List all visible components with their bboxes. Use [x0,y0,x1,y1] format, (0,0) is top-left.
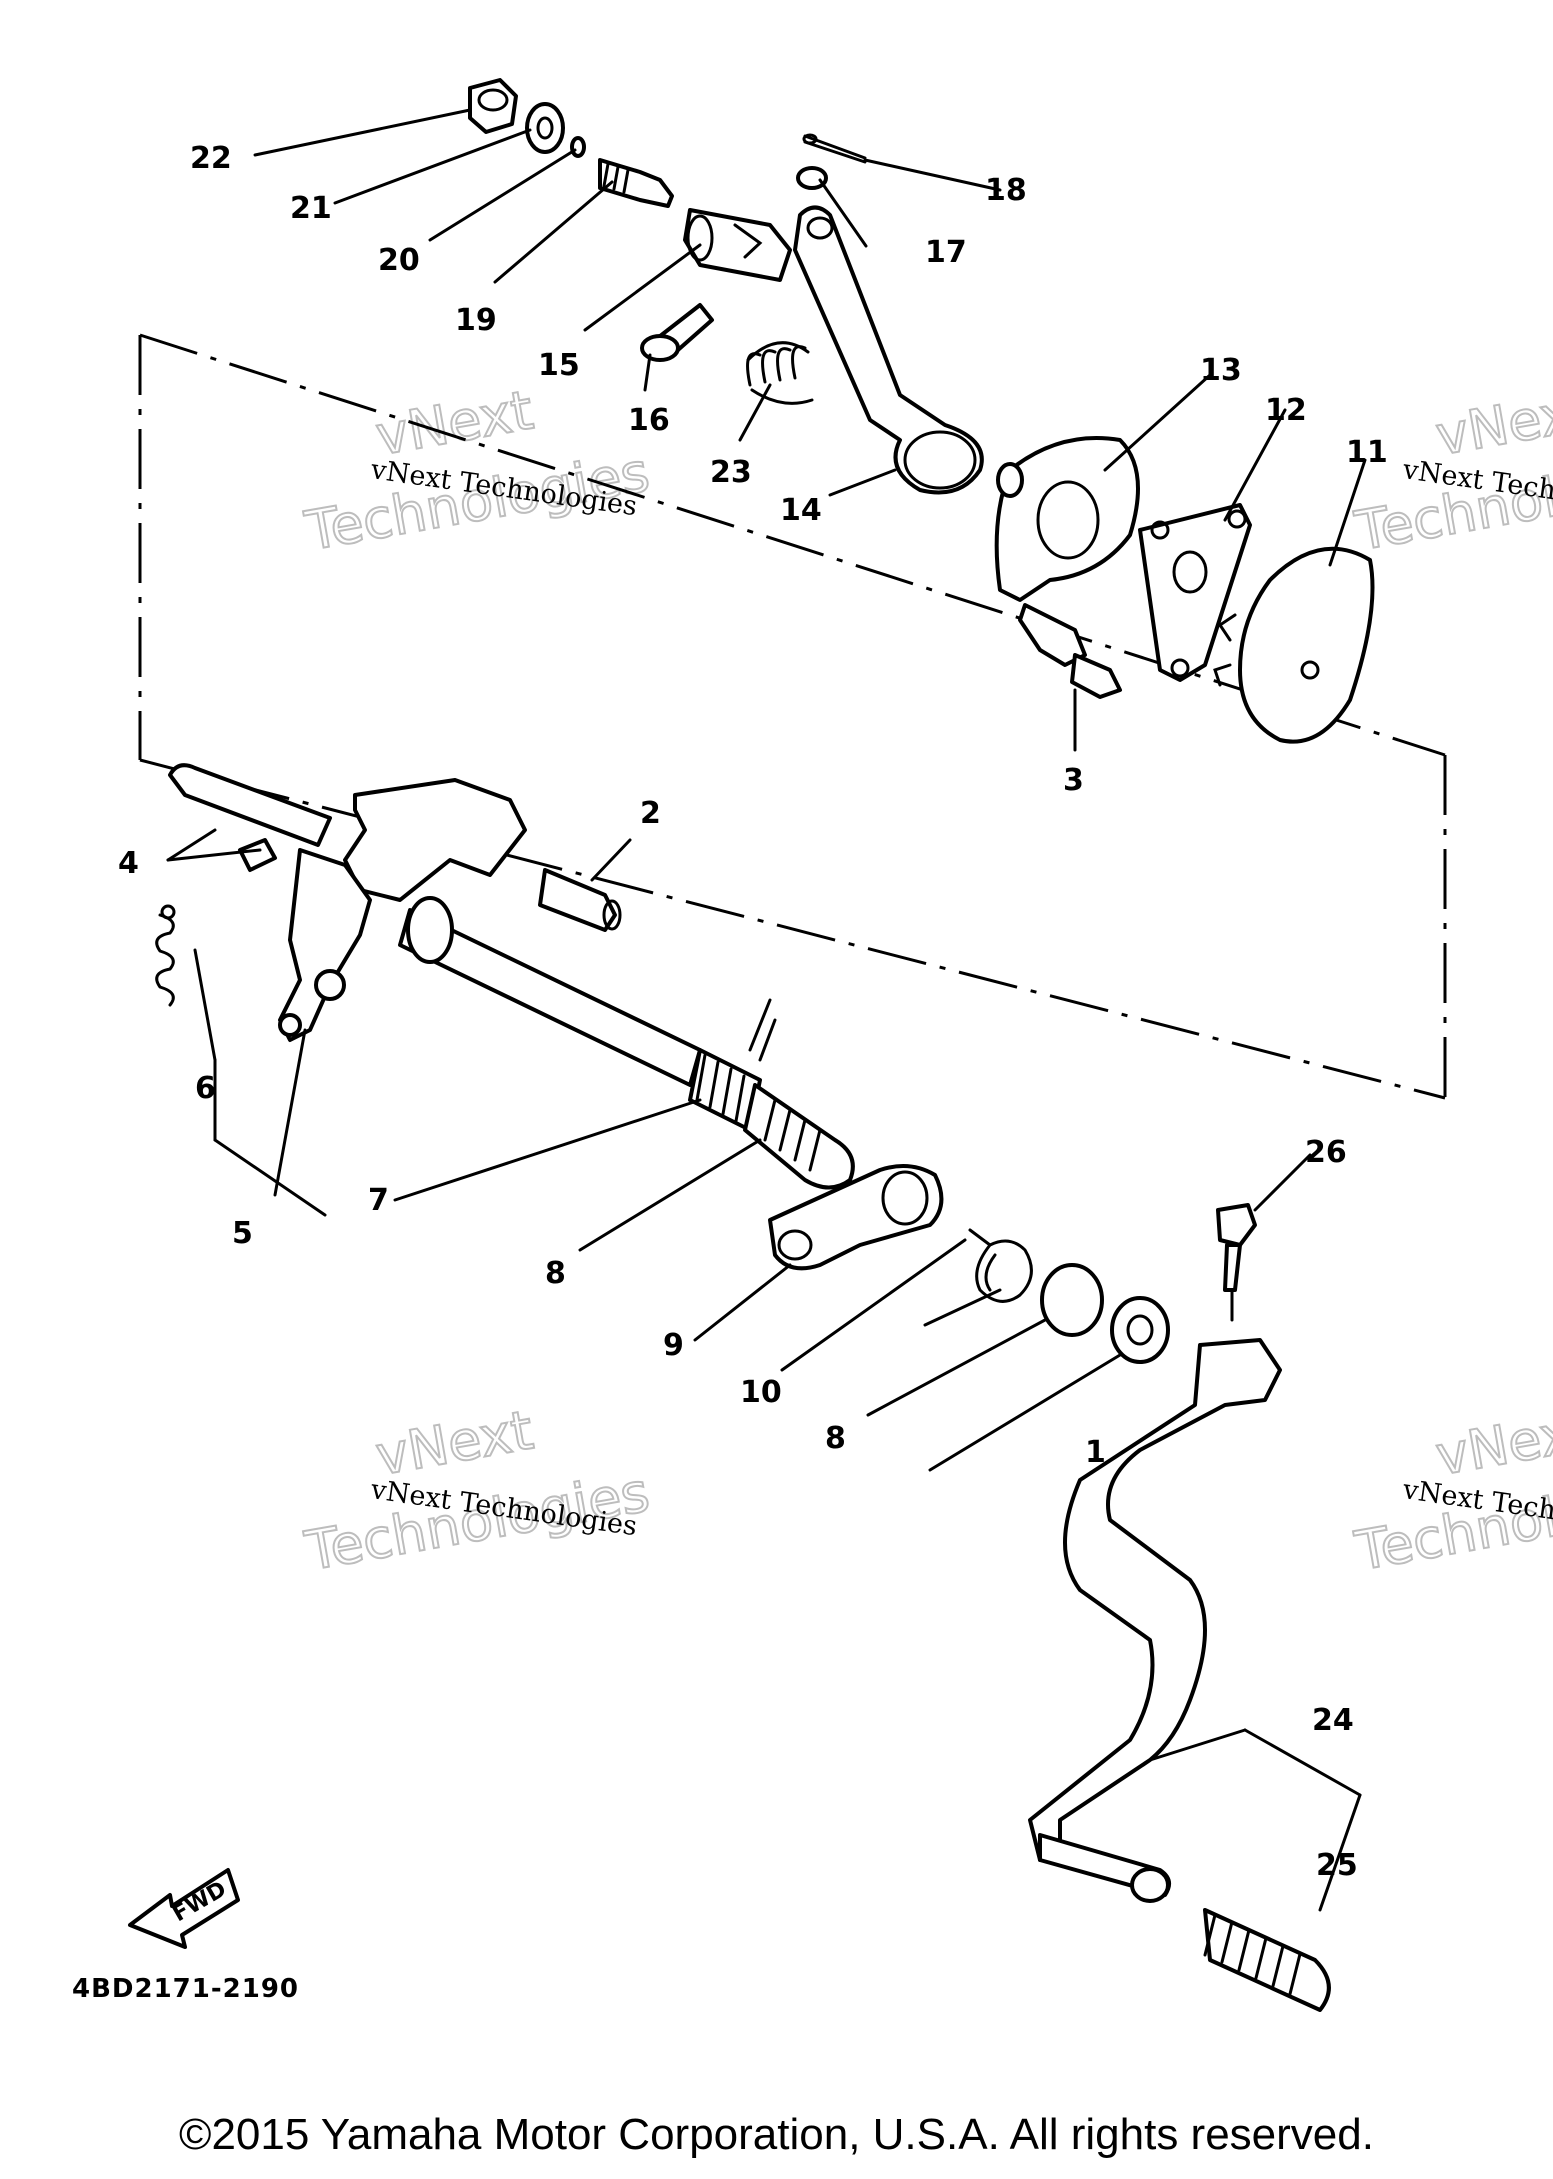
part-10-spring [923,1228,1033,1327]
callout-numbers: 1 2 3 4 5 6 7 8 9 10 8 11 12 13 14 15 16… [118,141,1388,1883]
part-18-cotter-pin [802,133,867,164]
part-23-spring [746,341,814,405]
part-2-pin [538,868,622,932]
part-11-cover-plate [1213,546,1375,744]
callout-10: 10 [740,1375,782,1410]
callout-13: 13 [1200,353,1242,388]
callout-2: 2 [640,796,661,831]
callout-6: 6 [195,1071,216,1106]
part-17-washer [796,166,828,190]
callout-22: 22 [190,141,232,176]
callout-11: 11 [1346,435,1388,470]
part-7-shift-shaft [398,896,855,1190]
leader-lines [166,108,1367,1912]
callout-26: 26 [1305,1135,1347,1170]
part-19-bolt [598,158,674,208]
callout-9: 9 [663,1328,684,1363]
callout-3: 3 [1063,763,1084,798]
part-1-collar [1110,1296,1170,1364]
callout-24: 24 [1312,1703,1354,1738]
watermark-text: vNext [371,1398,537,1487]
callout-7: 7 [368,1183,389,1218]
callout-17: 17 [925,235,967,270]
part-6-spring [155,904,176,1007]
callout-15: 15 [538,348,580,383]
diagram-code: 4BD2171-2190 [72,1974,299,2004]
part-9-shift-arm [768,1164,944,1271]
callout-16: 16 [628,403,670,438]
part-24-shift-pedal [1028,1338,1282,1903]
callout-4: 4 [118,846,139,881]
callout-8: 8 [545,1256,566,1291]
callout-5: 5 [232,1216,253,1251]
callout-1: 1 [1085,1435,1106,1470]
part-13-segment-plate [994,436,1140,602]
callout-18: 18 [985,173,1027,208]
part-26-bolt [1216,1203,1257,1322]
part-16-pin [640,303,714,362]
callout-23: 23 [710,455,752,490]
part-3-bolt [1018,603,1122,699]
callout-21: 21 [290,191,332,226]
part-8-washer [1040,1263,1104,1337]
part-5-shift-lever [278,848,372,1042]
watermark-text: vNext [1431,1398,1553,1487]
part-22-nut [468,78,518,134]
callout-25: 25 [1316,1848,1358,1883]
fwd-arrow-icon: FWD [128,1868,240,1949]
callout-8b: 8 [825,1421,846,1456]
part-20-washer [570,136,586,158]
callout-19: 19 [455,303,497,338]
part-12-stopper-plate [1138,503,1252,682]
copyright-text: ©2015 Yamaha Motor Corporation, U.S.A. A… [179,2110,1374,2159]
callout-14: 14 [780,493,822,528]
callout-12: 12 [1265,393,1307,428]
part-4-shift-guide [168,763,527,902]
part-21-washer [525,102,565,154]
part-25-rubber [1203,1908,1331,2012]
callout-20: 20 [378,243,420,278]
part-15-joint [683,208,792,282]
watermark-text: vNext [1431,378,1553,467]
part-14-shift-arm [793,205,984,495]
